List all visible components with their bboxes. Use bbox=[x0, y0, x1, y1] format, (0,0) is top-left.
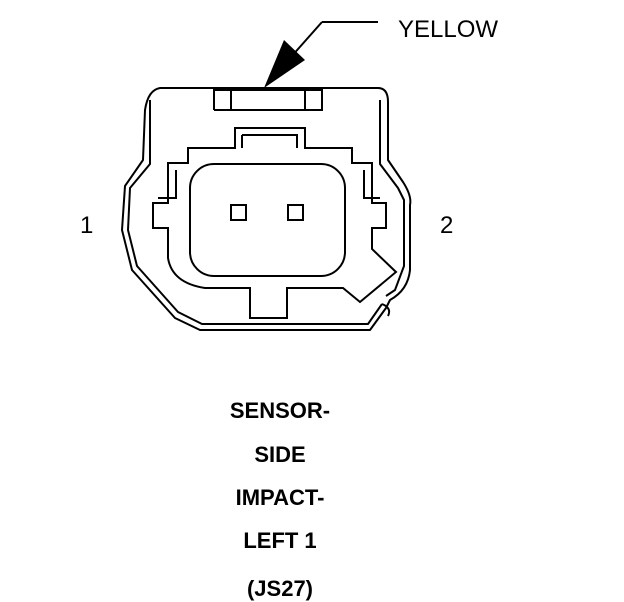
title-line-4: LEFT 1 bbox=[243, 528, 317, 553]
pin-number-2: 2 bbox=[440, 212, 454, 239]
connector-outer-shell bbox=[121, 87, 412, 331]
pin-cavity bbox=[189, 163, 346, 277]
callout-arrow-head bbox=[264, 40, 305, 88]
connector-code: (JS27) bbox=[246, 576, 314, 601]
pin-number-1: 1 bbox=[80, 212, 94, 239]
terminal-pin-2 bbox=[287, 204, 304, 221]
inner-housing bbox=[152, 127, 398, 319]
title-line-2: SIDE bbox=[254, 442, 306, 467]
title-line-3: IMPACT- bbox=[235, 485, 325, 510]
wire-color-label: YELLOW bbox=[398, 16, 499, 43]
title-line-1: SENSOR- bbox=[229, 398, 331, 423]
latch-tab bbox=[213, 89, 323, 111]
terminal-pin-1 bbox=[230, 204, 247, 221]
latch-notch bbox=[381, 303, 391, 317]
